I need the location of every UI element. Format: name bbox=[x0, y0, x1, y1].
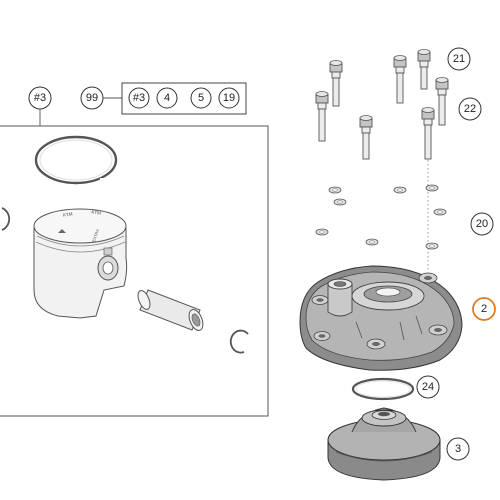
callout-group-ref[interactable]: #3 bbox=[28, 86, 52, 110]
callout-kit-99[interactable]: 99 bbox=[80, 86, 104, 110]
callout-group-ref-label: #3 bbox=[34, 92, 46, 104]
head-bolt bbox=[421, 107, 435, 160]
piston: KTM KTM EXTRA bbox=[33, 208, 128, 319]
washer bbox=[315, 228, 329, 236]
kit-item-label: 5 bbox=[198, 92, 204, 104]
callout-20[interactable]: 20 bbox=[470, 212, 494, 236]
head-bolt bbox=[417, 49, 431, 90]
arrow-mark-icon bbox=[58, 229, 66, 233]
head-bolt bbox=[435, 77, 449, 126]
piston-mark-side: EXTRA bbox=[91, 228, 100, 243]
kit-item-2[interactable]: 4 bbox=[156, 87, 178, 109]
combustion-chamber-insert bbox=[327, 407, 441, 481]
callout-2-label: 2 bbox=[481, 303, 487, 315]
kit-item-1[interactable]: #3 bbox=[128, 87, 150, 109]
o-ring bbox=[351, 377, 415, 401]
circlip bbox=[229, 329, 249, 354]
callout-3[interactable]: 3 bbox=[446, 437, 470, 461]
kit-item-4[interactable]: 19 bbox=[218, 87, 240, 109]
kit-item-label: 19 bbox=[223, 92, 235, 104]
kit-item-3[interactable]: 5 bbox=[190, 87, 212, 109]
washer bbox=[433, 208, 447, 216]
callout-24-label: 24 bbox=[422, 381, 434, 393]
head-bolt bbox=[329, 60, 343, 107]
washer bbox=[328, 186, 342, 194]
wrist-pin bbox=[137, 289, 204, 331]
cylinder-head bbox=[299, 265, 463, 371]
piston-mark-right: KTM bbox=[91, 209, 101, 215]
callout-24[interactable]: 24 bbox=[416, 375, 440, 399]
callout-21[interactable]: 21 bbox=[447, 47, 471, 71]
head-bolt bbox=[359, 115, 373, 160]
head-bolt bbox=[315, 91, 329, 142]
callout-3-label: 3 bbox=[455, 443, 461, 455]
callout-22[interactable]: 22 bbox=[458, 97, 482, 121]
washer bbox=[333, 198, 347, 206]
circlip-partial bbox=[1, 207, 11, 231]
callout-22-label: 22 bbox=[464, 103, 476, 115]
washer bbox=[365, 238, 379, 246]
washer bbox=[425, 242, 439, 250]
callout-kit-99-label: 99 bbox=[86, 92, 98, 104]
kit-item-label: 4 bbox=[164, 92, 170, 104]
callout-2[interactable]: 2 bbox=[472, 297, 496, 321]
piston-ring bbox=[34, 135, 118, 185]
kit-item-label: #3 bbox=[133, 92, 145, 104]
washer bbox=[425, 184, 439, 192]
piston-mark-left: KTM bbox=[63, 211, 73, 217]
callout-20-label: 20 bbox=[476, 218, 488, 230]
callout-21-label: 21 bbox=[453, 53, 465, 65]
piston-group-frame bbox=[0, 125, 269, 417]
washer bbox=[393, 186, 407, 194]
head-bolt bbox=[393, 55, 407, 104]
